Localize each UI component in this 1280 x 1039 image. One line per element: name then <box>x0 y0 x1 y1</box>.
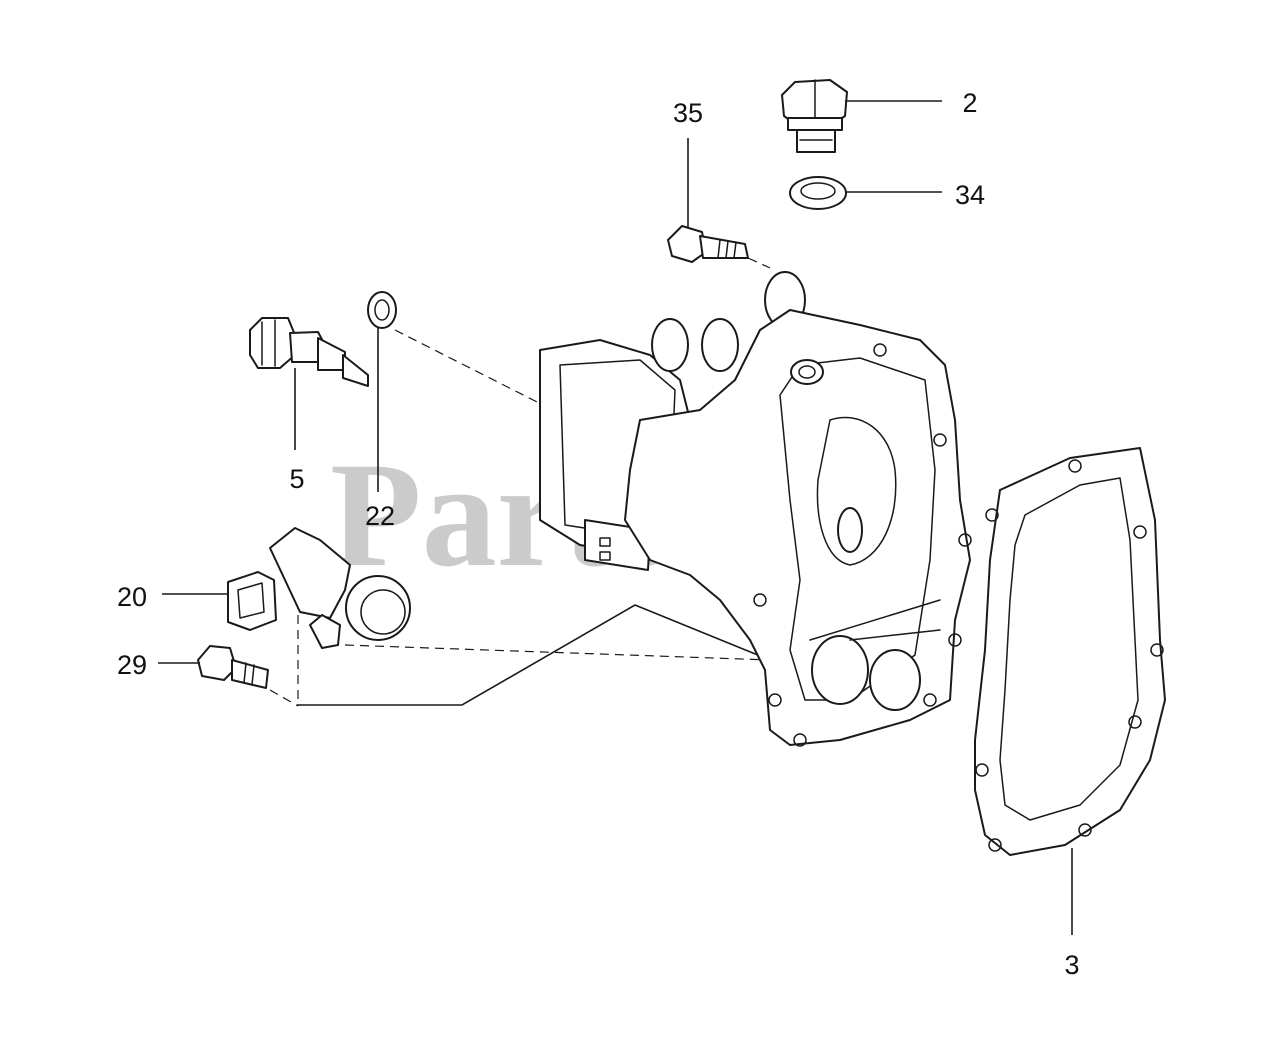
bolt-35[interactable] <box>667 225 749 263</box>
temperature-sensor[interactable] <box>249 317 369 387</box>
speed-sensor[interactable] <box>227 527 411 649</box>
callout-20[interactable]: 20 <box>117 582 147 612</box>
callout-29[interactable]: 29 <box>117 650 147 680</box>
bolt-29[interactable] <box>197 645 269 689</box>
gasket[interactable] <box>974 447 1166 856</box>
callout-5[interactable]: 5 <box>289 464 304 494</box>
callout-3[interactable]: 3 <box>1064 950 1079 980</box>
callout-34[interactable]: 34 <box>955 180 985 210</box>
callout-35[interactable]: 35 <box>673 98 703 128</box>
gearcase-housing[interactable] <box>539 271 972 747</box>
drain-plug[interactable] <box>781 79 848 153</box>
callout-2[interactable]: 2 <box>962 88 977 118</box>
callout-labels: 35 2 34 5 22 20 29 3 <box>117 88 1080 980</box>
callout-leaders <box>158 100 1073 935</box>
o-ring-22[interactable] <box>367 291 397 329</box>
housing-leader-line <box>297 604 771 706</box>
washer-34[interactable] <box>789 176 847 210</box>
callout-22[interactable]: 22 <box>365 501 395 531</box>
